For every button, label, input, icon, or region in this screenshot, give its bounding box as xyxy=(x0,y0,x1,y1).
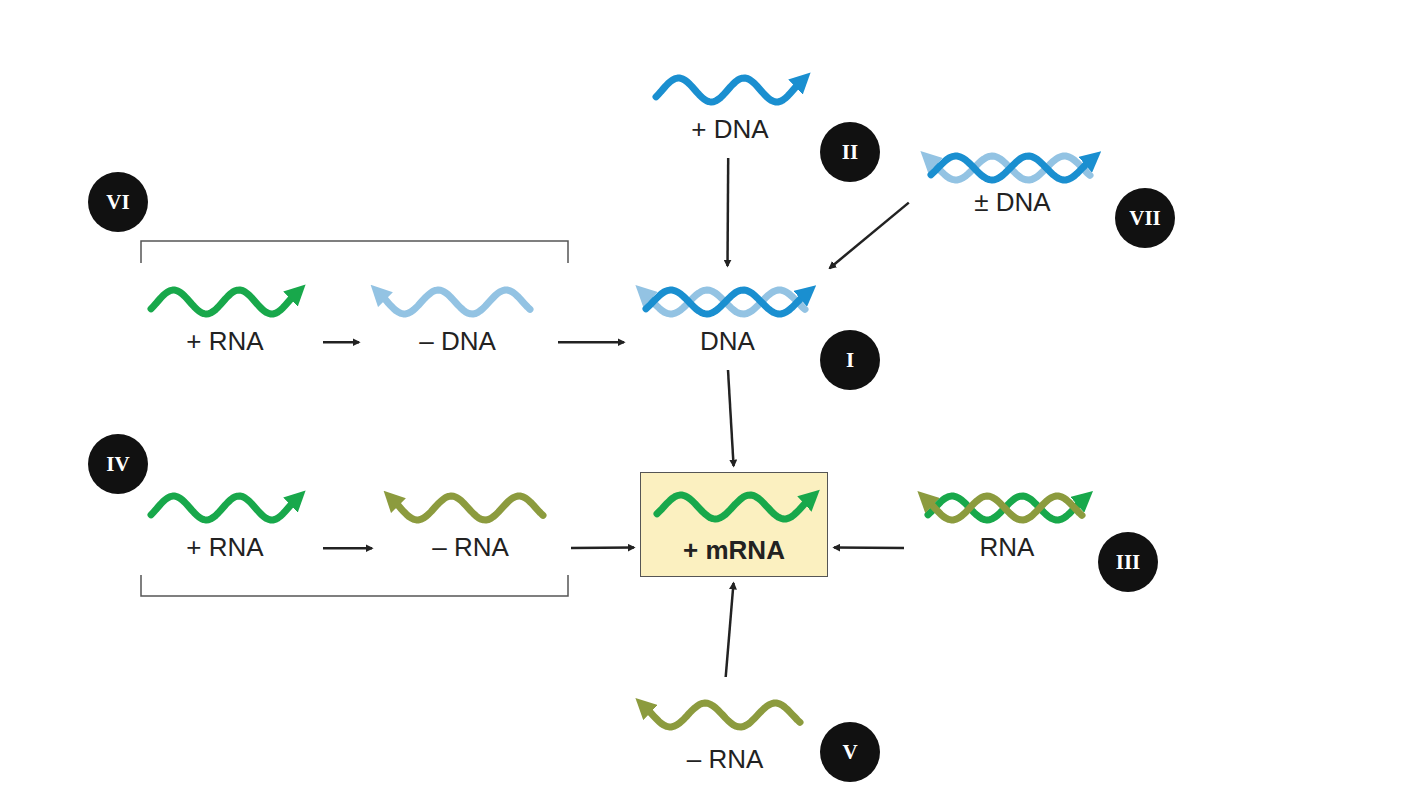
strand-node: – DNA xyxy=(365,272,550,362)
nucleic-strand xyxy=(928,496,1082,520)
nucleic-strand xyxy=(381,290,530,314)
strand-label: + RNA xyxy=(135,326,315,356)
callout-number: III xyxy=(1098,532,1158,592)
nucleic-strand xyxy=(931,156,1090,180)
arrow-connector xyxy=(830,203,909,269)
strand-label: RNA xyxy=(912,532,1102,562)
mrna-box: + mRNA xyxy=(640,472,828,577)
callout-number: VI xyxy=(88,172,148,232)
strand-node: – RNA xyxy=(378,478,563,568)
arrow-connector xyxy=(571,546,634,549)
callout-number: V xyxy=(820,722,880,782)
group-bracket xyxy=(141,575,568,596)
nucleic-strand xyxy=(657,495,809,519)
strand-label: ± DNA xyxy=(915,187,1110,217)
group-bracket xyxy=(141,241,568,263)
strand-label: – RNA xyxy=(630,744,820,774)
strand-label: + RNA xyxy=(135,532,315,562)
callout-number: II xyxy=(820,122,880,182)
nucleic-strand xyxy=(394,496,543,520)
arrow-connector xyxy=(323,547,372,550)
strand-label: DNA xyxy=(630,326,825,356)
strand-label: + DNA xyxy=(640,114,820,144)
strand-label: + mRNA xyxy=(641,535,827,565)
nucleic-strand xyxy=(928,496,1082,520)
strand-label: – DNA xyxy=(365,326,550,356)
strand-node: DNA xyxy=(630,272,825,362)
strand-node: RNA xyxy=(912,478,1102,568)
strand-node: + RNA xyxy=(135,272,315,362)
nucleic-strand xyxy=(646,290,805,314)
callout-number: VII xyxy=(1115,188,1175,248)
arrow-connector xyxy=(728,370,734,466)
callout-number: I xyxy=(820,330,880,390)
arrow-connector xyxy=(558,341,624,344)
arrow-connector xyxy=(323,341,359,344)
strand-label: – RNA xyxy=(378,532,563,562)
nucleic-strand xyxy=(646,703,800,727)
strand-node: + DNA xyxy=(640,60,820,150)
nucleic-strand xyxy=(151,496,295,520)
arrow-connector xyxy=(726,158,729,266)
nucleic-strand xyxy=(931,156,1090,180)
callout-number: IV xyxy=(88,434,148,494)
nucleic-strand xyxy=(151,290,295,314)
strand-node: ± DNA xyxy=(915,138,1110,223)
arrow-connector xyxy=(834,546,904,549)
nucleic-strand xyxy=(646,290,805,314)
nucleic-strand xyxy=(656,78,800,102)
strand-node: + RNA xyxy=(135,478,315,568)
strand-node: – RNA xyxy=(630,685,820,780)
arrow-connector xyxy=(726,583,734,677)
